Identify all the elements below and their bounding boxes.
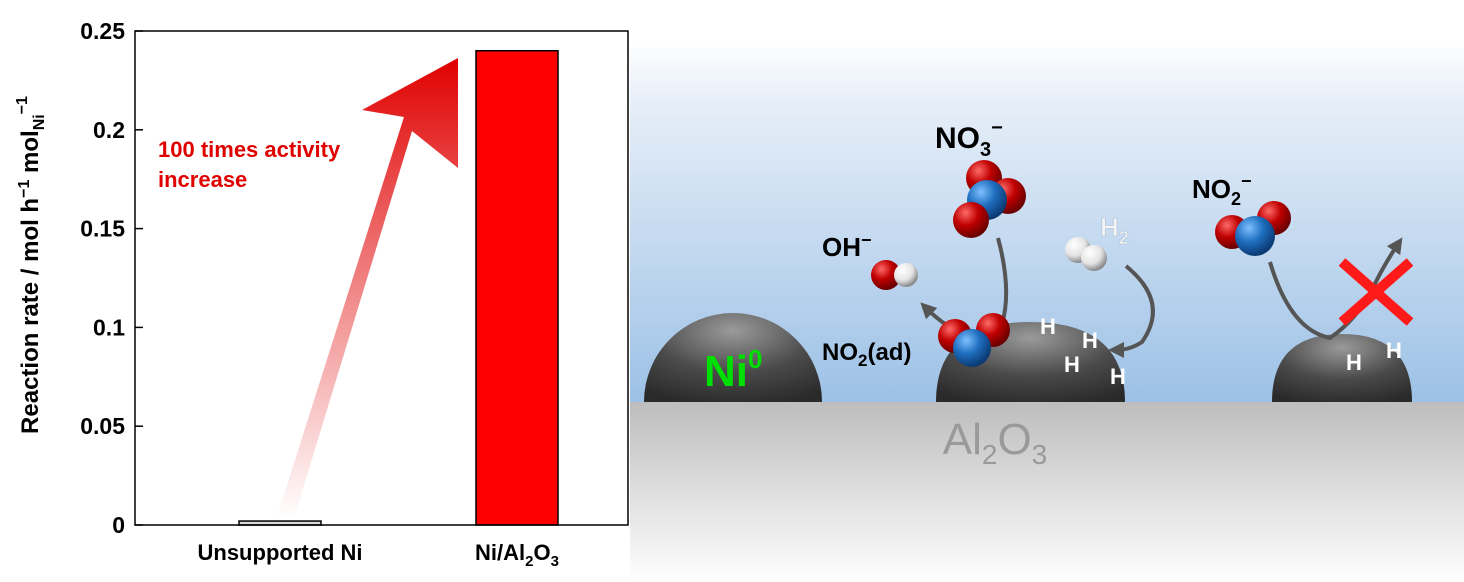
hydrogen-atom bbox=[1081, 245, 1107, 271]
h-atom-label: H bbox=[1064, 352, 1080, 377]
x-tick-label-unsupported: Unsupported Ni bbox=[198, 540, 363, 565]
nitrogen-atom bbox=[1235, 216, 1275, 256]
h-atom-label: H bbox=[1386, 338, 1402, 363]
y-tick-label: 0 bbox=[112, 512, 125, 538]
nitrate-label: NO3− bbox=[935, 117, 1003, 161]
hydrogen-label: H2 bbox=[1100, 212, 1129, 248]
growth-arrow bbox=[276, 58, 458, 520]
y-tick-label: 0.05 bbox=[80, 413, 125, 439]
y-tick-label: 0.2 bbox=[93, 117, 125, 143]
bar-chart: 100 times activity increase 0 0.05 0.1 0.15… bbox=[14, 18, 629, 570]
y-axis: 0 0.05 0.1 0.15 0.2 0.25 bbox=[80, 18, 143, 538]
y-tick-label: 0.1 bbox=[93, 314, 125, 340]
h-atom-label: H bbox=[1346, 350, 1362, 375]
h-atom-label: H bbox=[1110, 364, 1126, 389]
nickel-particle-left bbox=[644, 313, 822, 402]
hydrogen-atom bbox=[894, 263, 918, 287]
adsorbed-nitrite-label: NO2(ad) bbox=[822, 339, 911, 370]
support-background bbox=[630, 402, 1464, 582]
bar-ni-al2o3 bbox=[475, 50, 559, 526]
nickel-particle-right bbox=[1272, 334, 1412, 402]
x-tick-label-supported: Ni/Al2O3 bbox=[475, 540, 559, 570]
y-tick-label: 0.15 bbox=[80, 216, 125, 242]
h-atom-label: H bbox=[1040, 314, 1056, 339]
annotation-line-2: increase bbox=[158, 167, 247, 192]
mechanism-diagram: Al2O3 Ni0 NO3− OH− H2 NO2(ad) H H H H NO… bbox=[630, 40, 1464, 582]
nitrite-ion-label: NO2− bbox=[1192, 171, 1252, 209]
hydroxide-label: OH− bbox=[822, 230, 872, 262]
support-label: Al2O3 bbox=[943, 415, 1048, 470]
h-atom-label: H bbox=[1082, 328, 1098, 353]
y-axis-label: Reaction rate / mol h−1 molNi−1 bbox=[14, 96, 48, 434]
blocked-cross-icon bbox=[1338, 258, 1414, 326]
oxygen-atom bbox=[953, 202, 989, 238]
plot-frame bbox=[134, 30, 629, 526]
arrow-h2-dissociation bbox=[1108, 264, 1155, 358]
y-tick-label: 0.25 bbox=[80, 18, 125, 44]
oxygen-atom bbox=[871, 260, 901, 290]
nitrogen-atom bbox=[953, 329, 991, 367]
ni0-label: Ni0 bbox=[704, 344, 762, 396]
annotation-line-1: 100 times activity bbox=[158, 137, 341, 162]
bar-group bbox=[238, 50, 559, 526]
